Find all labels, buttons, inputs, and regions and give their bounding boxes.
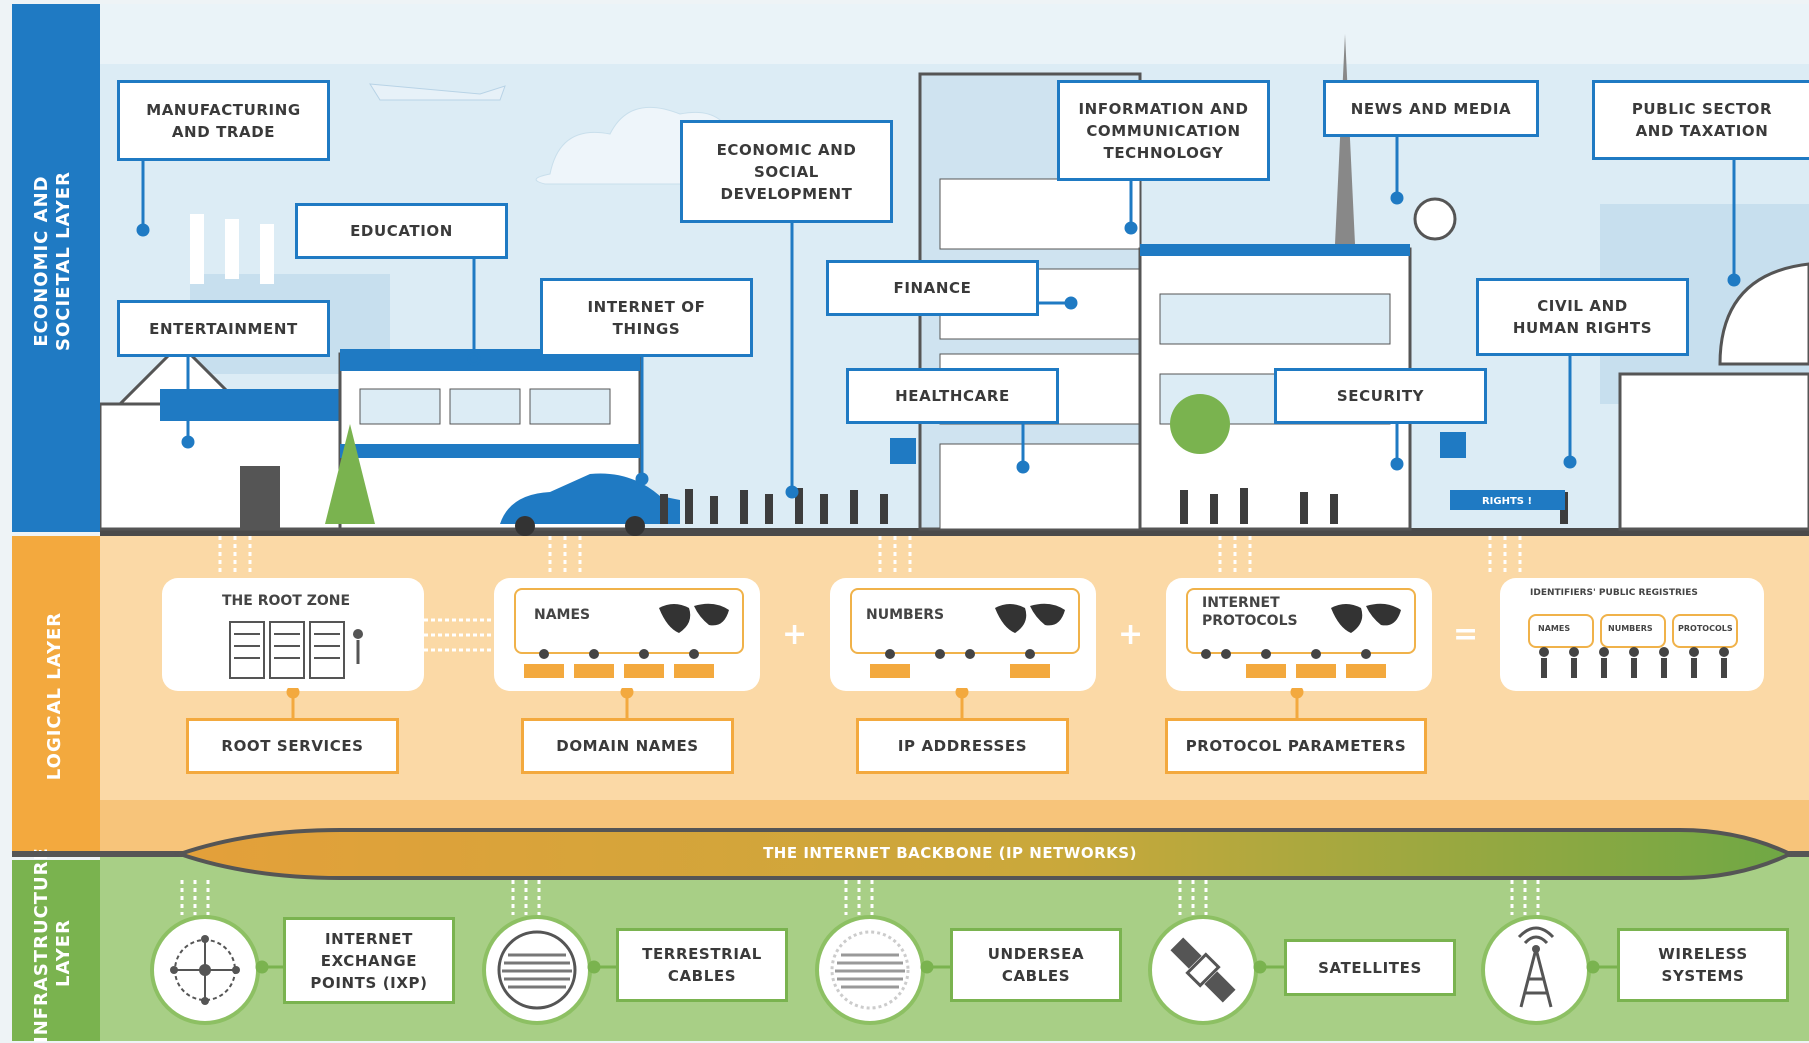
infra-pipes <box>180 880 1540 915</box>
logical-layer-bar <box>12 536 100 856</box>
plus-sign: + <box>1118 617 1144 652</box>
world-map-icon <box>659 603 729 633</box>
school-window <box>529 388 611 425</box>
house-blue-roof <box>160 389 340 421</box>
logical-bridge <box>424 618 494 652</box>
cable-cross-section-icon <box>830 930 910 1010</box>
ict-box: INFORMATION AND COMMUNICATION TECHNOLOGY <box>1057 80 1270 181</box>
people-at-desks-icon <box>1201 649 1386 678</box>
registry-numbers-frame <box>1600 614 1666 648</box>
satellite-icon <box>1170 937 1236 1003</box>
numbers-inner-frame <box>850 588 1080 654</box>
world-map-icon <box>1331 603 1401 633</box>
names-inner-frame <box>514 588 744 654</box>
economic-connectors <box>136 137 1741 499</box>
root-services-box: ROOT SERVICES <box>186 718 399 774</box>
internet-of-things-box: INTERNET OF THINGS <box>540 278 753 357</box>
terrestrial-cables-box: TERRESTRIAL CABLES <box>616 928 788 1002</box>
ground-line <box>100 528 1809 536</box>
protocols-inner-frame <box>1186 588 1416 654</box>
car-wheel <box>515 516 535 536</box>
domain-names-box: DOMAIN NAMES <box>521 718 734 774</box>
internet-backbone <box>12 828 1809 880</box>
airplane-icon <box>369 83 506 101</box>
undersea-circle <box>815 915 925 1025</box>
manufacturing-and-trade-box: MANUFACTURING AND TRADE <box>117 80 330 161</box>
logical-connectors <box>286 688 1304 718</box>
education-box: EDUCATION <box>295 203 508 259</box>
house-door <box>240 466 280 528</box>
media-roof <box>1140 244 1410 256</box>
plus-sign: + <box>782 617 808 652</box>
public-registries-panel: IDENTIFIERS' PUBLIC REGISTRIES NAMES NUM… <box>1500 578 1764 691</box>
protocols-title: INTERNET PROTOCOLS <box>1202 595 1298 629</box>
office-floor <box>939 178 1141 250</box>
school-window <box>359 388 441 425</box>
wireless-systems-box: WIRELESS SYSTEMS <box>1617 928 1789 1002</box>
names-title: NAMES <box>534 607 591 623</box>
economic-layer-bar <box>12 4 100 532</box>
car <box>500 473 680 524</box>
equals-sign: = <box>1453 617 1479 652</box>
root-zone-panel: THE ROOT ZONE <box>162 578 424 691</box>
tree <box>325 424 375 524</box>
server-racks-icon <box>229 621 363 679</box>
infra-connectors <box>255 960 1617 974</box>
government-building <box>1618 372 1809 531</box>
backbone-label: THE INTERNET BACKBONE (IP NETWORKS) <box>763 844 1137 862</box>
office-floor <box>939 443 1141 530</box>
hospital-sign <box>890 438 916 464</box>
factory-chimney <box>190 214 204 284</box>
factory-chimney <box>260 224 274 284</box>
registry-numbers-label: NUMBERS <box>1608 624 1653 633</box>
media-window <box>1159 293 1391 345</box>
numbers-panel: NUMBERS <box>830 578 1096 691</box>
names-panel: NAMES <box>494 578 760 691</box>
numbers-title: NUMBERS <box>866 607 945 623</box>
car-wheel <box>625 516 645 536</box>
entertainment-box: ENTERTAINMENT <box>117 300 330 357</box>
registry-protocols-label: PROTOCOLS <box>1678 624 1733 633</box>
school-awning <box>340 444 640 458</box>
civil-human-rights-box: CIVIL AND HUMAN RIGHTS <box>1476 278 1689 356</box>
people-at-desks-icon <box>524 649 714 678</box>
security-box: SECURITY <box>1274 368 1487 424</box>
registry-names-label: NAMES <box>1538 624 1571 633</box>
satellites-circle <box>1148 915 1258 1025</box>
healthcare-box: HEALTHCARE <box>846 368 1059 424</box>
finance-box: FINANCE <box>826 260 1039 316</box>
protocols-panel: INTERNET PROTOCOLS <box>1166 578 1432 691</box>
wireless-tower-icon <box>1517 926 1555 1008</box>
cable-cross-section-icon <box>497 930 577 1010</box>
economic-social-development-box: ECONOMIC AND SOCIAL DEVELOPMENT <box>680 120 893 223</box>
infrastructure-layer-bar <box>12 860 100 1041</box>
undersea-cables-box: UNDERSEA CABLES <box>950 928 1122 1002</box>
network-node-icon <box>170 935 240 1005</box>
satellites-box: SATELLITES <box>1284 939 1456 996</box>
world-map-icon <box>995 603 1065 633</box>
sky-highlight <box>100 4 1809 64</box>
school-window <box>449 388 521 425</box>
tree <box>1170 394 1230 454</box>
satellite-dish <box>1413 197 1457 241</box>
registries-title: IDENTIFIERS' PUBLIC REGISTRIES <box>1530 588 1698 598</box>
root-zone-title: THE ROOT ZONE <box>222 593 351 609</box>
logical-pipes <box>218 536 1522 576</box>
registry-protocols-frame <box>1672 614 1738 648</box>
antenna-tower <box>1335 34 1355 244</box>
ixp-circle <box>150 915 260 1025</box>
registry-names-frame <box>1528 614 1594 648</box>
rights-banner-text: RIGHTS ! <box>1482 496 1532 507</box>
security-lock <box>1440 432 1466 458</box>
factory-chimney <box>225 219 239 279</box>
news-and-media-box: NEWS AND MEDIA <box>1323 80 1539 137</box>
ip-addresses-box: IP ADDRESSES <box>856 718 1069 774</box>
protocol-parameters-box: PROTOCOL PARAMETERS <box>1165 718 1427 774</box>
city-scene: RIGHTS ! <box>100 34 1809 536</box>
public-sector-taxation-box: PUBLIC SECTOR AND TAXATION <box>1592 80 1809 160</box>
people-at-desks-icon <box>870 649 1050 678</box>
people-icon <box>1539 647 1729 678</box>
internet-exchange-points-box: INTERNET EXCHANGE POINTS (IXP) <box>283 917 455 1004</box>
rights-banner <box>1450 490 1565 510</box>
